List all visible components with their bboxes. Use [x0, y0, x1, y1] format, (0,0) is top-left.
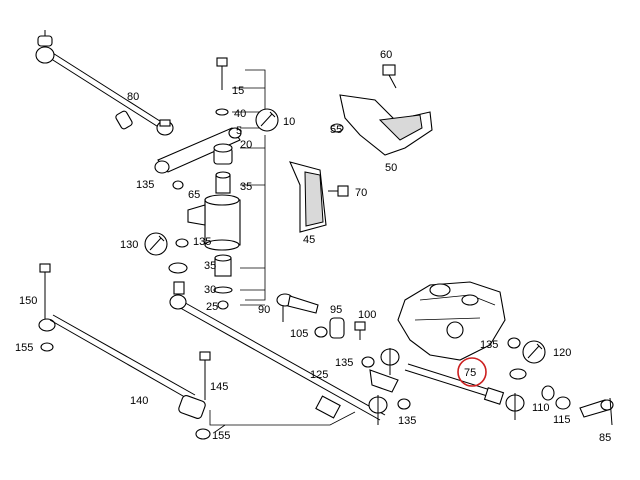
part-label: 30 [204, 284, 216, 296]
part-label: 95 [330, 304, 342, 316]
part-label: 5 [236, 125, 242, 137]
part-label: 135 [335, 357, 353, 369]
lower-bracket-line [209, 410, 356, 433]
part-label: 100 [358, 309, 376, 321]
part-label: 120 [553, 347, 571, 359]
nut-115 [555, 396, 571, 410]
part-label: 135 [193, 236, 211, 248]
idler-arm-assembly [168, 57, 241, 310]
part-label: 15 [232, 85, 244, 97]
bolt-70 [328, 185, 349, 197]
tie-rod-end-90 [276, 293, 319, 322]
pitman-arm [154, 127, 242, 190]
stud-150 [38, 263, 56, 352]
part-label: 75 [464, 367, 476, 379]
tie-rod-80 [35, 30, 174, 136]
wrench-icon [144, 232, 168, 256]
part-label: 90 [258, 304, 270, 316]
shield-50 [330, 94, 433, 156]
part-label: 135 [480, 339, 498, 351]
cap-120 [509, 368, 527, 380]
part-label: 135 [136, 179, 154, 191]
part-label: 40 [234, 108, 246, 120]
drag-link-140 [49, 314, 211, 440]
steering-gear-box [397, 281, 506, 361]
nut-135-right [507, 337, 521, 349]
part-label: 35 [204, 260, 216, 272]
stud-145 [199, 351, 211, 400]
wrench-icon [255, 108, 279, 132]
part-label: 155 [212, 430, 230, 442]
part-label: 80 [127, 91, 139, 103]
part-label: 35 [240, 181, 252, 193]
tie-rod-end-85 [579, 397, 614, 426]
part-label: 135 [398, 415, 416, 427]
wrench-icon [522, 340, 546, 364]
part-label: 85 [599, 432, 611, 444]
part-label: 55 [330, 124, 342, 136]
assembly-bracket-line [232, 69, 266, 306]
nut-135-lower [397, 398, 411, 410]
part-label: 125 [310, 369, 328, 381]
part-label: 50 [385, 162, 397, 174]
part-label: 20 [240, 139, 252, 151]
part-label: 130 [120, 239, 138, 251]
part-label: 155 [15, 342, 33, 354]
highlight-circle [457, 357, 487, 387]
clamp-95 [329, 317, 345, 339]
part-label: 110 [532, 402, 550, 414]
part-label: 145 [210, 381, 228, 393]
nut-105 [314, 326, 328, 338]
part-label: 115 [553, 414, 571, 426]
part-label: 70 [355, 187, 367, 199]
part-label: 140 [130, 395, 148, 407]
part-label: 45 [303, 234, 315, 246]
bolt-60 [382, 64, 397, 89]
part-label: 25 [206, 301, 218, 313]
nut-135-center [361, 356, 375, 368]
bolt-100 [354, 321, 366, 340]
part-label: 150 [19, 295, 37, 307]
part-label: 10 [283, 116, 295, 128]
washer-110 [541, 385, 555, 401]
part-label: 105 [290, 328, 308, 340]
part-label: 60 [380, 49, 392, 61]
part-label: 65 [188, 189, 200, 201]
tie-rod-75 [369, 348, 525, 420]
bracket-45 [289, 161, 327, 233]
center-rod-125 [169, 281, 388, 425]
